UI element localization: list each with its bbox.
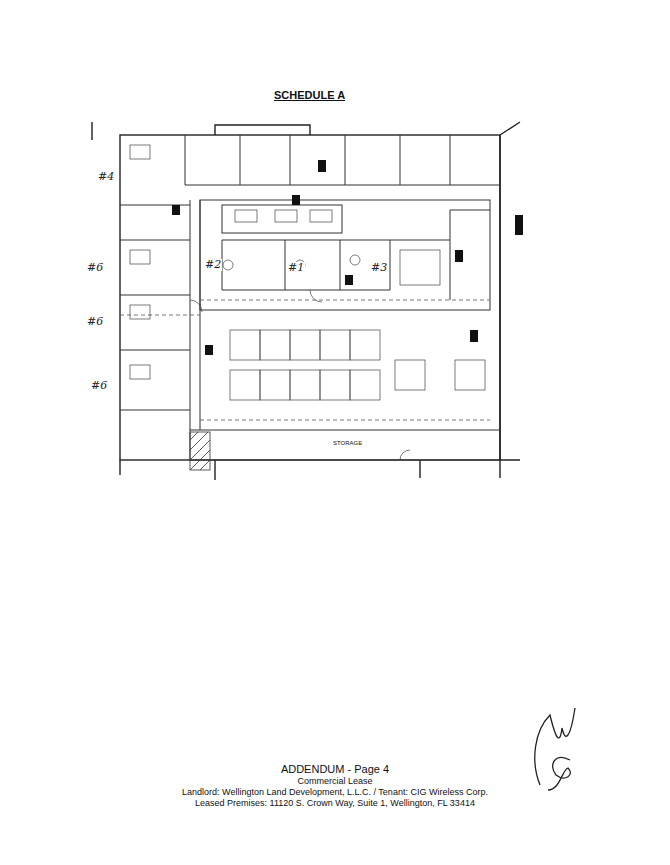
footer-line: Leased Premises: 11120 S. Crown Way, Sui… (0, 799, 670, 809)
handwritten-mark: #2 (204, 259, 222, 271)
footer-line: Commercial Lease (0, 777, 670, 787)
handwritten-mark: #6 (86, 262, 104, 274)
footer-line: ADDENDUM - Page 4 (0, 763, 670, 775)
handwritten-mark: #6 (86, 316, 104, 328)
handwritten-mark: #3 (370, 262, 388, 274)
page-title: SCHEDULE A (274, 89, 345, 101)
handwritten-mark: #1 (287, 262, 305, 274)
room-label: STORAGE (332, 440, 363, 446)
handwritten-mark: #6 (90, 380, 108, 392)
handwritten-mark: #4 (97, 171, 115, 183)
footer-line: Landlord: Wellington Land Development, L… (0, 788, 670, 798)
